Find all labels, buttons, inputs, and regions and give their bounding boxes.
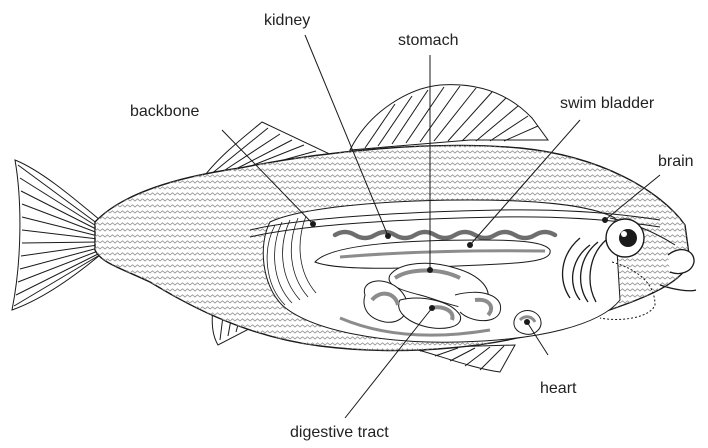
dorsal-fin-soft xyxy=(350,85,548,150)
label-kidney: kidney xyxy=(264,12,310,30)
label-stomach: stomach xyxy=(398,32,458,50)
label-brain: brain xyxy=(658,153,694,171)
label-backbone: backbone xyxy=(130,103,199,121)
label-swim-bladder: swim bladder xyxy=(560,95,654,113)
label-heart: heart xyxy=(540,380,576,398)
tail-fin xyxy=(12,160,100,310)
eye xyxy=(606,219,644,257)
label-digestive-tract: digestive tract xyxy=(290,424,389,442)
